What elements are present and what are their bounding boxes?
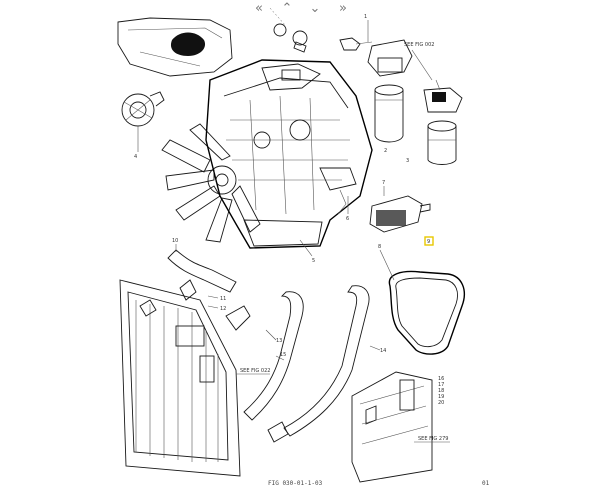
callout-11: 11	[220, 296, 226, 302]
alternator: 4	[121, 91, 165, 160]
callout-15: 15	[280, 352, 286, 358]
see-fig-279-label: SEE FIG 279	[418, 436, 448, 442]
oil-filter: 2	[374, 84, 404, 154]
figure-id: FIG 030-01-1-03	[268, 480, 323, 487]
lower-hose: 13 14 15	[225, 285, 386, 443]
upper-hose: 10 11 12	[167, 238, 237, 312]
chevron-down-icon[interactable]: ⌄	[309, 0, 321, 16]
radiator-assembly: SEE FIG 022	[119, 279, 270, 477]
starter-motor: 7	[369, 180, 431, 233]
highlight-marker	[424, 236, 434, 246]
callout-9: 9	[427, 239, 430, 245]
see-fig-002-label: SEE FIG 002	[404, 42, 434, 48]
chevron-up-icon[interactable]: ⌃	[281, 0, 293, 16]
callout-19: 19	[438, 394, 444, 400]
page-number: 01	[482, 480, 490, 487]
callout-20: 20	[438, 400, 444, 406]
callout-10: 10	[172, 238, 178, 244]
callout-4: 4	[134, 154, 137, 160]
callout-7: 7	[382, 180, 385, 186]
callout-14: 14	[380, 348, 386, 354]
callout-8: 8	[378, 244, 381, 250]
figure-navigation: « ⌃ ⌄ »	[250, 0, 360, 16]
callout-1: 1	[364, 14, 367, 20]
callout-5: 5	[312, 258, 315, 264]
air-cleaner-cover	[117, 17, 233, 77]
see-fig-022-label: SEE FIG 022	[240, 368, 270, 374]
water-separator: 3	[406, 79, 463, 165]
callout-16: 16	[438, 376, 444, 382]
callout-2: 2	[384, 148, 387, 154]
reservoir-bracket: 16 17 18 19 20 SEE FIG 279	[351, 371, 450, 483]
filter-head: SEE FIG 002	[367, 39, 434, 81]
callout-6: 6	[346, 216, 349, 222]
callout-18: 18	[438, 388, 444, 394]
thermostat-group	[269, 7, 308, 53]
callout-17: 17	[438, 382, 444, 388]
sensor-part: 1	[339, 14, 373, 51]
double-chevron-left-icon[interactable]: «	[255, 0, 263, 16]
callout-13: 13	[276, 338, 282, 344]
double-chevron-right-icon[interactable]: »	[339, 0, 347, 16]
engine-block: 5 6	[205, 59, 373, 264]
callout-12: 12	[220, 306, 226, 312]
drive-belt: 8 9	[378, 236, 466, 355]
callout-3: 3	[406, 158, 409, 164]
